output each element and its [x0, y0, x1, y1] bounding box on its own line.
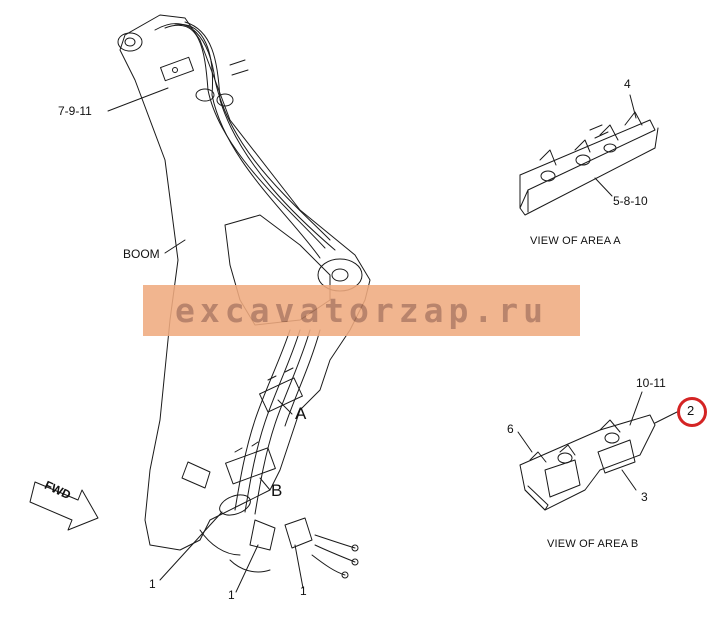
leader-1c	[294, 544, 304, 589]
leader-A	[277, 399, 293, 415]
leader-B	[259, 477, 271, 491]
leader-5-8-10	[594, 177, 613, 197]
leader-2	[654, 411, 678, 424]
leader-1b	[235, 544, 259, 593]
view-a-drawing	[519, 94, 659, 216]
fwd-arrow	[29, 481, 99, 531]
label-part-3: 3	[641, 490, 648, 504]
label-part-5-8-10: 5-8-10	[613, 194, 648, 208]
label-part-1c: 1	[300, 584, 307, 598]
view-b-caption: VIEW OF AREA B	[547, 538, 639, 550]
view-a-caption: VIEW OF AREA A	[530, 235, 621, 247]
label-area-a: A	[295, 404, 307, 423]
watermark: excavatorzap.ru	[143, 285, 580, 336]
watermark-text: excavatorzap.ru	[174, 291, 548, 330]
leader-7-9-11	[107, 87, 169, 112]
label-part-10-11: 10-11	[636, 376, 666, 390]
label-part-1a: 1	[149, 577, 156, 591]
leader-6	[517, 431, 533, 453]
leader-1a	[159, 511, 223, 581]
leader-boom	[164, 239, 186, 254]
label-boom: BOOM	[123, 247, 160, 261]
label-area-b: B	[271, 481, 283, 500]
leader-4	[629, 94, 637, 119]
leader-3	[621, 469, 637, 491]
label-part-1b: 1	[228, 588, 235, 602]
leader-10-11	[629, 391, 643, 426]
label-part-4: 4	[624, 77, 631, 91]
label-part-2: 2	[687, 403, 695, 418]
label-7-9-11: 7-9-11	[58, 104, 92, 118]
label-part-6: 6	[507, 422, 514, 436]
callout-circle	[677, 397, 707, 427]
boom-outline	[119, 14, 371, 551]
view-b-drawing	[517, 391, 678, 511]
